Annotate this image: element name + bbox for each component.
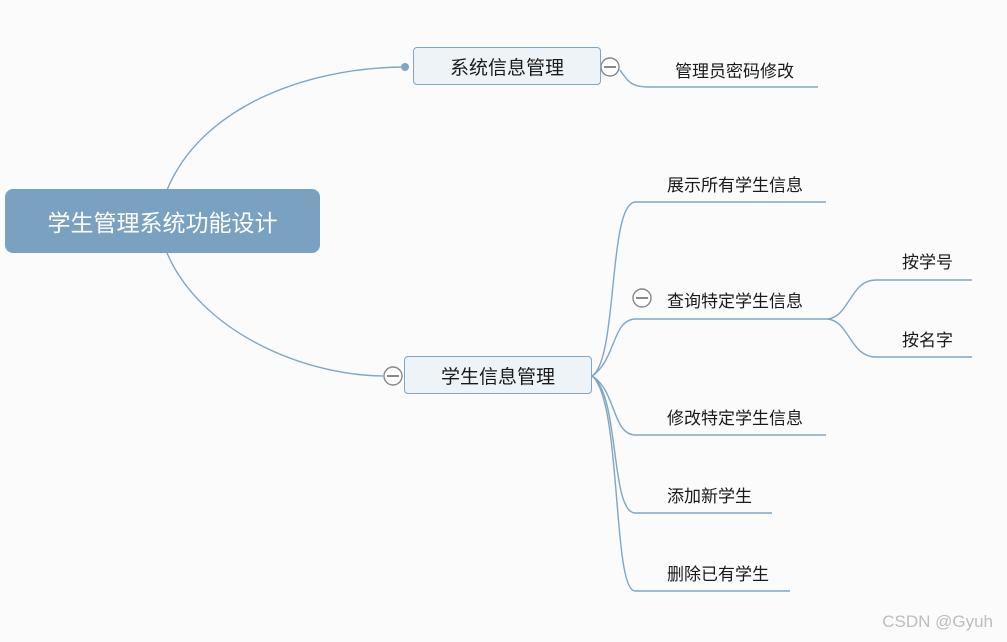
connector-query-byname bbox=[827, 318, 972, 358]
connector-query-byid bbox=[827, 279, 972, 320]
connector-student-showall bbox=[591, 201, 826, 377]
leaf-add[interactable]: 添加新学生 bbox=[667, 487, 752, 507]
leaf-query-by-name[interactable]: 按名字 bbox=[902, 331, 953, 351]
leaf-password-change[interactable]: 管理员密码修改 bbox=[675, 62, 794, 82]
leaf-show-all[interactable]: 展示所有学生信息 bbox=[667, 176, 803, 196]
connector-student-delete bbox=[591, 375, 790, 592]
connector-student-modify bbox=[591, 375, 826, 436]
branch-system-info[interactable]: 系统信息管理 bbox=[413, 47, 601, 85]
leaf-query[interactable]: 查询特定学生信息 bbox=[667, 292, 803, 312]
watermark: CSDN @Gyuh bbox=[882, 612, 993, 631]
collapse-icon-query[interactable] bbox=[632, 288, 652, 308]
root-topic[interactable]: 学生管理系统功能设计 bbox=[5, 189, 320, 253]
leaf-delete[interactable]: 删除已有学生 bbox=[667, 565, 769, 585]
anchor-dot bbox=[401, 63, 409, 71]
connector-student-add bbox=[591, 375, 772, 514]
collapse-icon-system[interactable] bbox=[600, 57, 620, 77]
collapse-icon-student[interactable] bbox=[383, 366, 403, 386]
connector-root-system bbox=[166, 66, 405, 191]
branch-student-info[interactable]: 学生信息管理 bbox=[404, 356, 592, 394]
leaf-modify[interactable]: 修改特定学生信息 bbox=[667, 409, 803, 429]
leaf-query-by-id[interactable]: 按学号 bbox=[902, 253, 953, 273]
connector-root-student bbox=[166, 252, 384, 377]
connector-system-password bbox=[619, 69, 818, 88]
connector-student-query bbox=[591, 318, 828, 377]
